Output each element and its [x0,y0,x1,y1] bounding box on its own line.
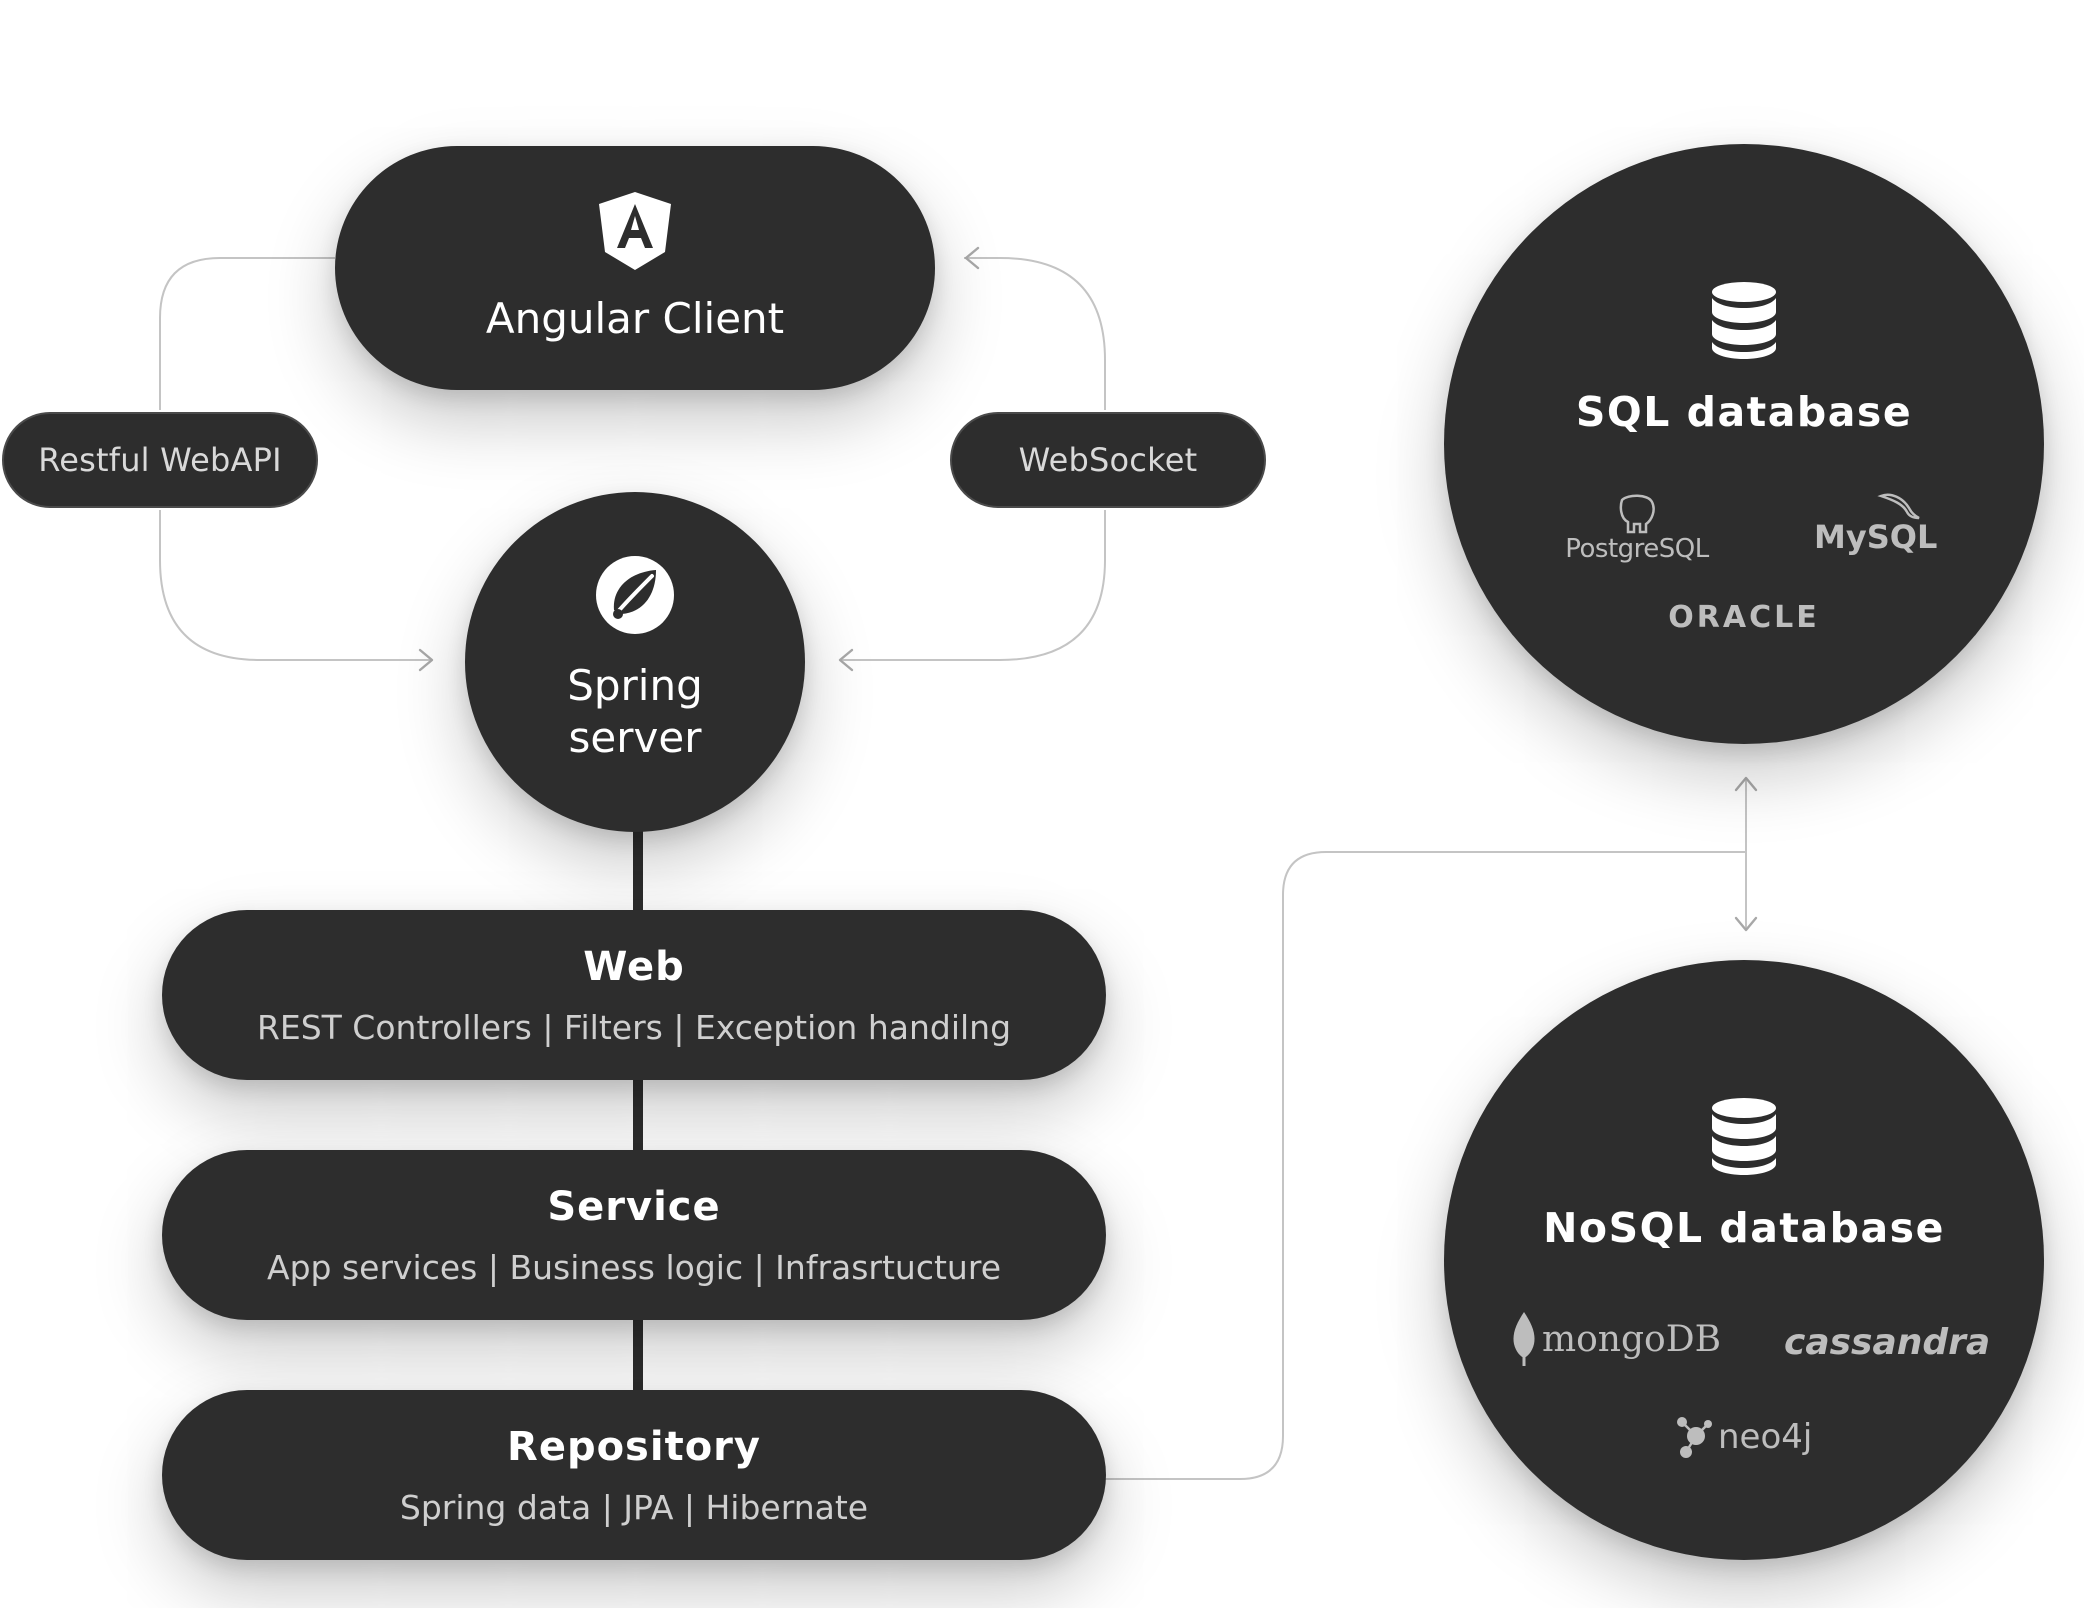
websocket-arrowhead [964,246,980,270]
restful-arrowhead [418,648,434,672]
neo4j-label: neo4j [1718,1417,1813,1457]
sql-database-node: SQL database PostgreSQL MySQL ORACLE [1444,144,2044,744]
restful-connector [159,257,335,410]
service-layer-title: Service [547,1183,721,1230]
mysql-label: MySQL [1814,518,1938,556]
spring-server-line2: server [568,713,702,762]
mongodb-label: mongoDB [1542,1318,1722,1360]
sql-database-title: SQL database [1575,388,1913,436]
web-layer-title: Web [583,943,685,990]
websocket-server-arrowhead [838,648,854,672]
postgresql-label: PostgreSQL [1565,534,1709,564]
repository-layer-node: Repository Spring data | JPA | Hibernate [162,1390,1106,1560]
mysql-logo: MySQL [1814,490,1938,556]
angular-logo-icon [599,191,671,270]
repository-db-connector [1100,851,1746,1480]
angular-client-node: Angular Client [335,146,935,390]
sql-arrowhead [1734,776,1758,792]
restful-connector-lower [159,510,432,661]
spring-server-node: Spring server [465,492,805,832]
mongodb-logo: mongoDB [1510,1310,1740,1368]
neo4j-logo: neo4j [1674,1414,1834,1460]
oracle-logo: ORACLE [1668,600,1820,635]
websocket-connector-lower [840,510,1106,661]
repository-layer-subtitle: Spring data | JPA | Hibernate [399,1487,869,1527]
spring-leaf-icon [596,556,674,634]
nosql-database-node: NoSQL database mongoDB cassandra neo4j [1444,960,2044,1560]
mongodb-leaf-icon [1513,1312,1535,1366]
spring-server-line1: Spring [567,661,703,710]
nosql-database-title: NoSQL database [1543,1204,1945,1252]
web-layer-node: Web REST Controllers | Filters | Excepti… [162,910,1106,1080]
nosql-arrowhead [1734,916,1758,932]
neo4j-graph-icon [1677,1417,1712,1458]
elephant-icon [1619,494,1655,534]
cassandra-logo: cassandra [1784,1322,1991,1363]
websocket-tag: WebSocket [950,412,1266,508]
postgresql-logo: PostgreSQL [1552,494,1722,564]
angular-client-label: Angular Client [485,293,785,343]
websocket-connector-upper [964,257,1106,410]
database-icon [1712,1098,1776,1175]
repository-layer-title: Repository [507,1423,761,1470]
dolphin-icon [1877,493,1920,520]
service-layer-subtitle: App services | Business logic | Infrasrt… [267,1247,1001,1287]
service-layer-node: Service App services | Business logic | … [162,1150,1106,1320]
database-icon [1712,282,1776,359]
web-layer-subtitle: REST Controllers | Filters | Exception h… [256,1007,1012,1047]
restful-webapi-tag: Restful WebAPI [2,412,318,508]
